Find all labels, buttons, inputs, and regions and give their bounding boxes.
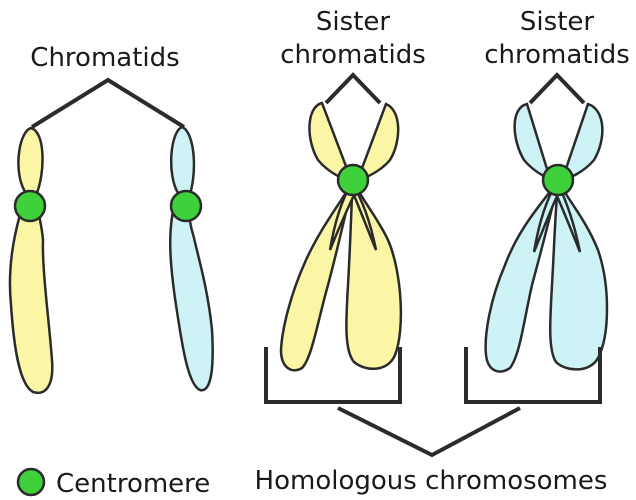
homologous-label: Homologous chromosomes	[255, 466, 608, 496]
chromatids-pointer-lines	[30, 77, 186, 129]
chromatid-blue	[168, 125, 214, 392]
chromatids-label: Chromatids	[30, 43, 179, 73]
sister-right-pointer-lines	[528, 72, 586, 105]
sister-right-label-line2: chromatids	[484, 40, 630, 70]
sister-left-label-line2: chromatids	[280, 40, 426, 70]
sister-left-label-line1: Sister	[316, 7, 390, 37]
legend-centromere-label: Centromere	[56, 469, 210, 499]
centromere-blue-sisters	[541, 163, 575, 197]
legend-centromere-icon	[16, 467, 46, 497]
homologous-pointer-lines	[337, 406, 521, 458]
centromere-yellow-sisters	[336, 163, 370, 197]
bracket-blue-pair	[464, 347, 602, 404]
chromatid-yellow	[8, 126, 54, 395]
bracket-yellow-pair	[264, 347, 402, 404]
centromere-blue-chromatid	[169, 189, 203, 223]
sister-chromatid-yellow-a	[279, 101, 354, 372]
sister-chromatid-blue-b	[548, 102, 609, 371]
sister-right-label-line1: Sister	[520, 7, 594, 37]
centromere-yellow-chromatid	[13, 189, 47, 223]
sister-chromatid-blue-a	[484, 102, 559, 373]
sister-left-pointer-lines	[324, 72, 382, 105]
